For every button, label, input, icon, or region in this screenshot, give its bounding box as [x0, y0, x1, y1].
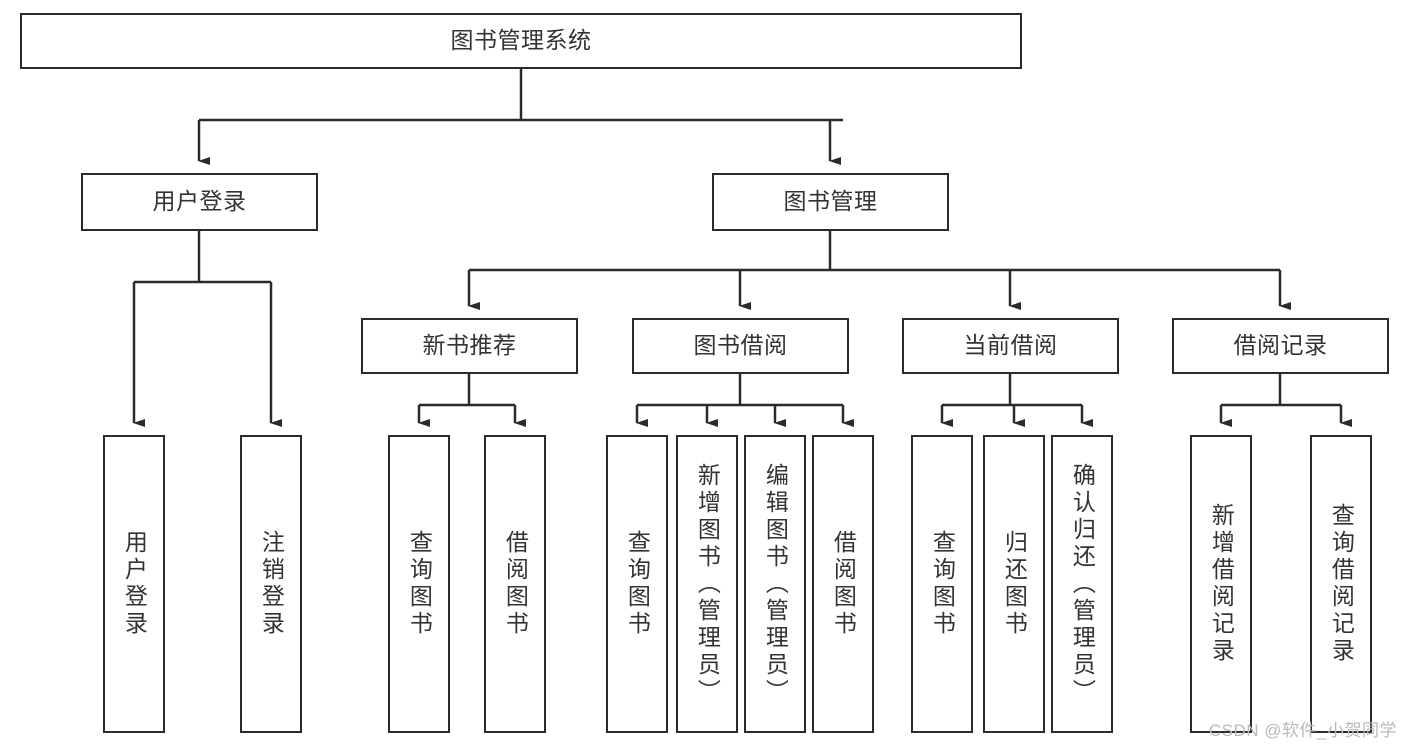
- node-leaf-borrow-book-1[interactable]: 借阅图书: [484, 435, 546, 733]
- node-leaf-query-book-1-label: 查询图书: [406, 530, 433, 638]
- node-leaf-query-borrow-record[interactable]: 查询借阅记录: [1310, 435, 1372, 733]
- node-leaf-add-borrow-record-label: 新增借阅记录: [1208, 503, 1235, 665]
- node-book-management-label: 图书管理: [783, 188, 878, 215]
- node-leaf-query-borrow-record-label: 查询借阅记录: [1328, 503, 1355, 665]
- node-book-borrow-label: 图书借阅: [693, 332, 788, 359]
- node-user-login-label: 用户登录: [152, 188, 247, 215]
- node-new-book-recommend-label: 新书推荐: [422, 332, 517, 359]
- node-leaf-add-book[interactable]: 新增图书（管理员）: [676, 435, 738, 733]
- node-root-system[interactable]: 图书管理系统: [20, 13, 1022, 69]
- node-current-borrow-label: 当前借阅: [963, 332, 1058, 359]
- node-leaf-add-book-label: 新增图书（管理员）: [694, 462, 721, 706]
- node-leaf-user-login-label: 用户登录: [121, 530, 148, 638]
- node-leaf-query-book-2[interactable]: 查询图书: [606, 435, 668, 733]
- node-leaf-borrow-book-2-label: 借阅图书: [830, 530, 857, 638]
- node-leaf-user-login[interactable]: 用户登录: [103, 435, 165, 733]
- node-leaf-borrow-book-2[interactable]: 借阅图书: [812, 435, 874, 733]
- node-borrow-record[interactable]: 借阅记录: [1172, 318, 1389, 374]
- node-leaf-logout-label: 注销登录: [258, 530, 285, 638]
- node-leaf-edit-book[interactable]: 编辑图书（管理员）: [744, 435, 806, 733]
- node-leaf-edit-book-label: 编辑图书（管理员）: [762, 462, 789, 706]
- node-book-borrow[interactable]: 图书借阅: [632, 318, 849, 374]
- node-leaf-query-book-1[interactable]: 查询图书: [388, 435, 450, 733]
- node-leaf-borrow-book-1-label: 借阅图书: [502, 530, 529, 638]
- node-leaf-return-book-label: 归还图书: [1001, 530, 1028, 638]
- node-root-system-label: 图书管理系统: [450, 27, 592, 54]
- node-leaf-return-book[interactable]: 归还图书: [983, 435, 1045, 733]
- node-book-management[interactable]: 图书管理: [712, 173, 949, 231]
- node-leaf-query-book-2-label: 查询图书: [624, 530, 651, 638]
- node-leaf-confirm-return[interactable]: 确认归还（管理员）: [1051, 435, 1113, 733]
- node-current-borrow[interactable]: 当前借阅: [902, 318, 1119, 374]
- node-leaf-query-book-3-label: 查询图书: [929, 530, 956, 638]
- watermark-text: CSDN @软件_小贺同学: [1208, 721, 1397, 740]
- node-leaf-confirm-return-label: 确认归还（管理员）: [1069, 462, 1096, 706]
- node-borrow-record-label: 借阅记录: [1233, 332, 1328, 359]
- node-leaf-query-book-3[interactable]: 查询图书: [911, 435, 973, 733]
- node-user-login[interactable]: 用户登录: [81, 173, 318, 231]
- node-new-book-recommend[interactable]: 新书推荐: [361, 318, 578, 374]
- node-leaf-add-borrow-record[interactable]: 新增借阅记录: [1190, 435, 1252, 733]
- node-leaf-logout[interactable]: 注销登录: [240, 435, 302, 733]
